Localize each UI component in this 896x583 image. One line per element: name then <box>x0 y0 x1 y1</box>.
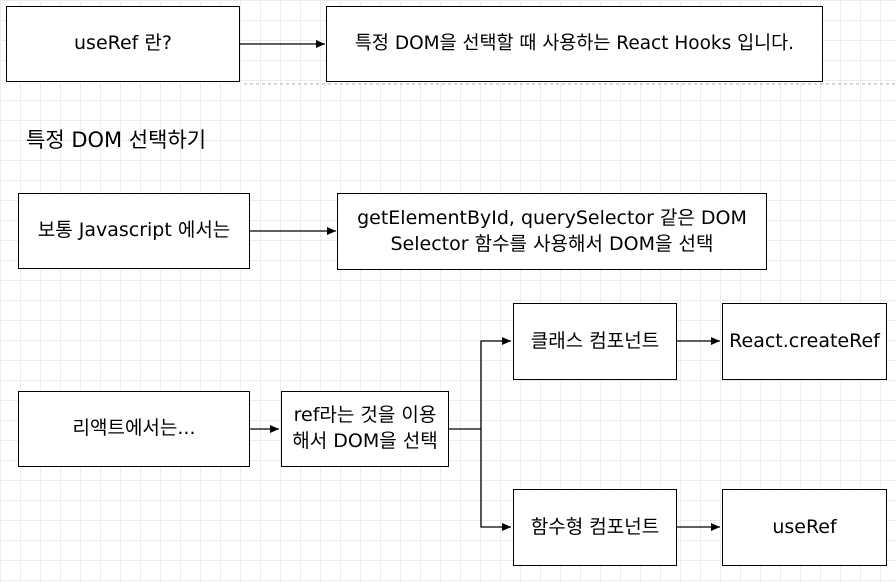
arrow-ref-to-function <box>480 429 511 531</box>
react-text: 리액트에서는... <box>72 417 196 440</box>
dom-selector-line1: getElementById, querySelector 같은 DOM <box>357 206 747 229</box>
use-ref-box: useRef <box>722 489 887 566</box>
useref-answer-box: 특정 DOM을 선택할 때 사용하는 React Hooks 입니다. <box>326 6 823 82</box>
class-component-box: 클래스 컴포넌트 <box>513 303 677 380</box>
class-component-text: 클래스 컴포넌트 <box>530 329 660 352</box>
dom-selector-box: getElementById, querySelector 같은 DOM Sel… <box>337 193 767 270</box>
plain-js-box: 보통 Javascript 에서는 <box>18 193 250 269</box>
create-ref-text: React.createRef <box>729 329 880 352</box>
ref-line1: ref라는 것을 이용 <box>293 404 437 427</box>
arrow-ref-to-class <box>449 337 511 430</box>
ref-box: ref라는 것을 이용 해서 DOM을 선택 <box>281 391 449 467</box>
function-component-text: 함수형 컴포넌트 <box>530 515 660 538</box>
use-ref-text: useRef <box>772 515 837 538</box>
react-box: 리액트에서는... <box>18 391 250 467</box>
section-heading: 특정 DOM 선택하기 <box>26 128 207 152</box>
useref-question-box: useRef 란? <box>6 6 240 82</box>
ref-line2: 해서 DOM을 선택 <box>292 430 438 452</box>
dom-selector-line2: Selector 함수를 사용해서 DOM을 선택 <box>390 232 714 255</box>
useref-answer-text: 특정 DOM을 선택할 때 사용하는 React Hooks 입니다. <box>354 32 795 54</box>
useref-question-text: useRef 란? <box>74 32 172 55</box>
function-component-box: 함수형 컴포넌트 <box>513 489 677 566</box>
create-ref-box: React.createRef <box>722 303 887 380</box>
plain-js-text: 보통 Javascript 에서는 <box>37 219 231 242</box>
